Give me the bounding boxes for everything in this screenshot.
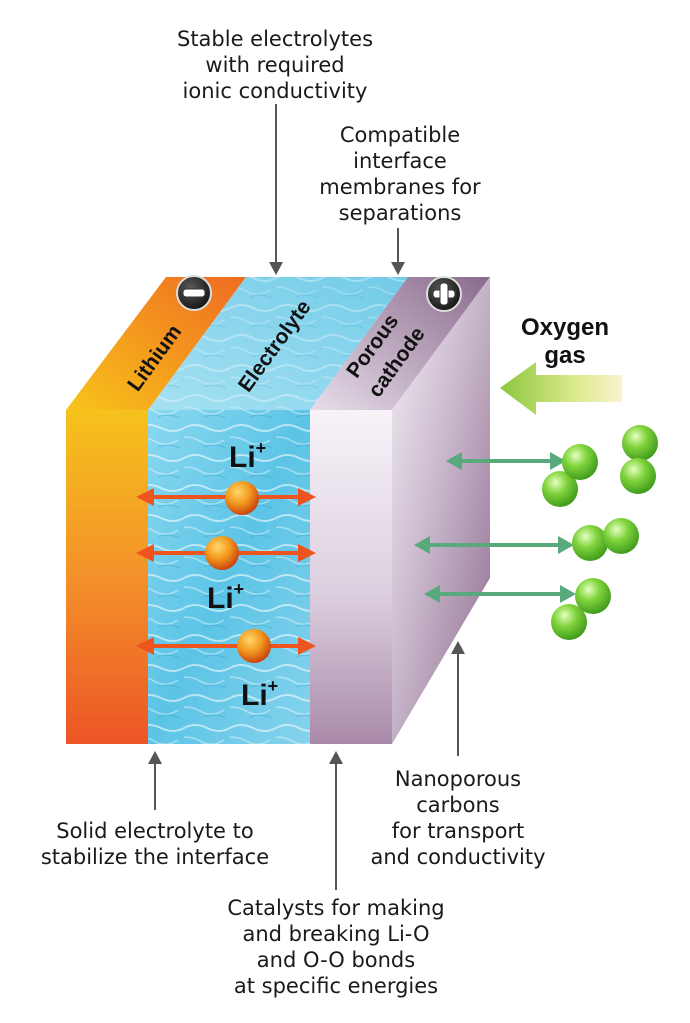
li-ion-sphere-3 [237,629,271,663]
oxygen-molecules [542,425,658,640]
o2-molecule-3 [572,518,639,561]
li-ion-label-2: Li+ [207,579,244,615]
callout-stable-electrolytes: Stable electrolytes with required ionic … [176,27,374,103]
leader-lines-top [269,104,405,275]
oxygen-label-line1: Oxygen [521,314,609,341]
li-ion-label-1: Li+ [229,438,266,474]
oxygen-arrow-3 [424,585,576,603]
o2-molecule-4 [551,578,611,640]
li-ion-sphere-2 [205,536,239,570]
leader-lines-bottom [148,641,465,890]
oxygen-transport-arrows [414,452,576,603]
callout-catalysts: Catalysts for making and breaking Li-O a… [227,896,445,998]
negative-terminal-icon [176,275,212,311]
callout-nanoporous-carbons: Nanoporous carbons for transport and con… [370,767,546,869]
oxygen-arrow-1 [446,452,566,470]
positive-terminal-icon [426,276,462,312]
o2-molecule-2 [620,425,658,494]
li-ion-label-3: Li+ [241,676,278,712]
callout-solid-electrolyte: Solid electrolyte to stabilize the inter… [40,819,270,869]
o2-molecule-1 [542,444,598,507]
oxygen-label-line2: gas [544,342,585,369]
oxygen-gas-arrow [500,362,622,415]
lithium-layer [66,277,246,744]
callout-compatible-membranes: Compatible interface membranes for separ… [319,123,481,225]
oxygen-arrow-2 [414,536,574,554]
li-ion-sphere-1 [225,481,259,515]
ion-arrow-3 [136,637,316,655]
electrolyte-layer [148,277,408,744]
